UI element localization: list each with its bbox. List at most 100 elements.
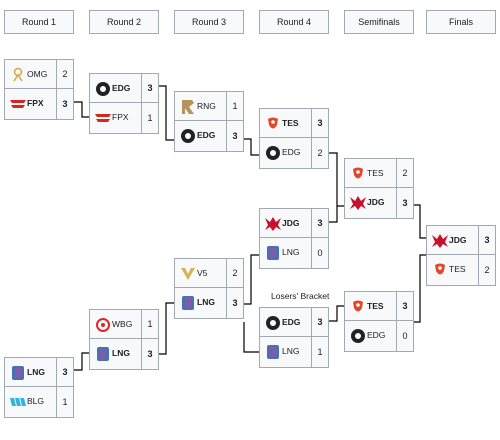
round-header-semifinals: Semifinals (344, 10, 414, 34)
team-name: LNG (282, 247, 300, 257)
team-name: EDG (197, 130, 216, 140)
team-name: WBG (112, 319, 133, 329)
connector-sfa-fin (414, 204, 426, 239)
team-score: 1 (311, 337, 328, 367)
round-header-3: Round 3 (174, 10, 244, 34)
tes-logo-icon (265, 116, 281, 132)
team-score: 1 (141, 103, 158, 133)
team-score: 3 (226, 288, 243, 318)
team-score: 3 (226, 121, 243, 151)
connector-r4a-sfa (329, 152, 344, 207)
team-slot: EDG 0 (344, 321, 414, 352)
team-score: 3 (396, 188, 413, 218)
team-score: 3 (311, 209, 328, 237)
tes-logo-icon (350, 299, 366, 315)
losers-bracket-label: Losers' Bracket (271, 291, 330, 301)
jdg-logo-icon (265, 216, 281, 232)
connector-r4b-sfa (329, 206, 338, 223)
fpx-logo-icon (10, 96, 26, 112)
team-name: EDG (282, 147, 301, 157)
connector-r1b-r2b (74, 352, 89, 371)
edg-logo-icon (265, 315, 281, 331)
team-slot: LNG 3 (174, 288, 244, 319)
fpx-logo-icon (95, 110, 111, 126)
round-header-2: Round 2 (89, 10, 159, 34)
connector-sfb-fin (414, 254, 426, 323)
team-slot: JDG 3 (344, 188, 414, 219)
team-name: OMG (27, 69, 48, 79)
connector-r2b-r3b (159, 302, 174, 355)
connector-r3b-r4b (244, 254, 259, 305)
round-header-finals: Finals (426, 10, 496, 34)
team-slot: EDG 3 (259, 307, 329, 337)
wbg-logo-icon (95, 317, 111, 333)
rng-logo-icon (180, 99, 196, 115)
team-score: 3 (311, 308, 328, 336)
connector-r4c-loser (243, 322, 259, 353)
team-score: 2 (226, 259, 243, 287)
team-score: 1 (226, 92, 243, 120)
blg-logo-icon (10, 394, 26, 410)
connector-r2a-r3a (159, 85, 174, 141)
team-name: TES (282, 118, 299, 128)
tes-logo-icon (432, 262, 448, 278)
team-name: LNG (112, 348, 130, 358)
team-name: FPX (27, 98, 44, 108)
team-name: FPX (112, 112, 129, 122)
team-score: 0 (396, 321, 413, 351)
round-header-4: Round 4 (259, 10, 329, 34)
edg-logo-icon (265, 145, 281, 161)
lng-logo-icon (180, 295, 196, 311)
team-name: LNG (197, 297, 215, 307)
team-score: 3 (56, 89, 73, 119)
round-header-1: Round 1 (4, 10, 74, 34)
team-slot: EDG 2 (259, 138, 329, 169)
team-name: LNG (27, 367, 45, 377)
team-name: RNG (197, 101, 216, 111)
team-name: JDG (282, 218, 300, 228)
team-name: TES (367, 168, 384, 178)
team-slot: RNG 1 (174, 91, 244, 121)
jdg-logo-icon (432, 233, 448, 249)
team-score: 3 (478, 226, 495, 254)
team-name: EDG (112, 83, 131, 93)
team-name: TES (449, 264, 466, 274)
lng-logo-icon (265, 344, 281, 360)
team-slot: FPX 3 (4, 89, 74, 120)
team-name: EDG (282, 317, 301, 327)
team-name: JDG (367, 197, 385, 207)
team-slot: TES 2 (344, 158, 414, 188)
lng-logo-icon (10, 365, 26, 381)
team-name: V5 (197, 268, 208, 278)
team-score: 1 (141, 310, 158, 338)
team-name: EDG (367, 330, 386, 340)
team-score: 2 (311, 138, 328, 168)
connector-r4c-sfb (329, 305, 344, 322)
v5-logo-icon (180, 266, 196, 282)
edg-logo-icon (95, 81, 111, 97)
team-score: 1 (56, 387, 73, 417)
team-slot: OMG 2 (4, 59, 74, 89)
team-name: TES (367, 301, 384, 311)
team-score: 2 (56, 60, 73, 88)
team-score: 2 (396, 159, 413, 187)
team-slot: EDG 3 (174, 121, 244, 152)
team-slot: FPX 1 (89, 103, 159, 134)
